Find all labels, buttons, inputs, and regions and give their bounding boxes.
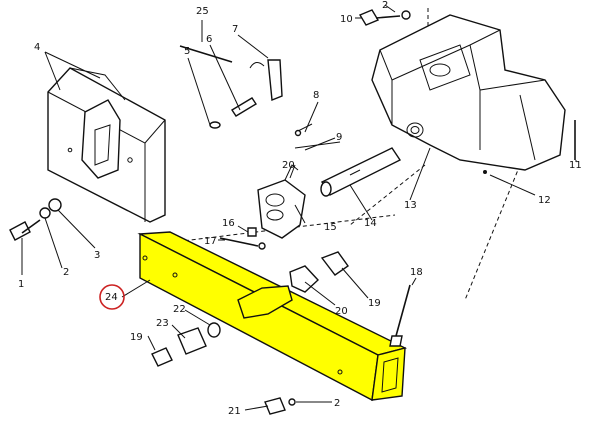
hitch-15	[257, 164, 306, 239]
washer-2	[39, 207, 51, 219]
leader-lines	[21, 4, 577, 411]
label-20-top: 20	[282, 160, 295, 171]
pin-8-clip-9	[294, 123, 341, 149]
label-22: 22	[173, 304, 186, 315]
label-2-top: 2	[382, 0, 388, 11]
bushings-19-22-23-left	[151, 322, 221, 367]
bushings-19-20-right	[289, 251, 349, 293]
label-5: 5	[184, 46, 190, 57]
label-3: 3	[94, 250, 100, 261]
label-19-right: 19	[368, 298, 381, 309]
label-14: 14	[364, 218, 377, 229]
drawbar-tube-24	[137, 231, 407, 402]
label-4: 4	[34, 42, 40, 53]
label-6: 6	[206, 34, 212, 45]
plug-21	[264, 397, 296, 415]
bolt-10	[358, 9, 411, 26]
label-11: 11	[569, 160, 582, 171]
counterweight-4	[47, 67, 166, 223]
label-21: 21	[228, 406, 241, 417]
label-9: 9	[336, 132, 342, 143]
housing-13	[371, 14, 566, 171]
bolt-18	[389, 284, 411, 347]
label-2-left: 2	[63, 267, 69, 278]
dot-12	[483, 170, 487, 174]
pins-5-6-7	[179, 45, 283, 129]
label-20-right: 20	[335, 306, 348, 317]
tube-24-end	[371, 347, 406, 401]
label-25: 25	[196, 6, 209, 17]
label-17: 17	[204, 236, 217, 247]
label-12: 12	[538, 195, 551, 206]
label-2-bottom: 2	[334, 398, 340, 409]
label-16: 16	[222, 218, 235, 229]
label-1: 1	[18, 279, 24, 290]
label-10: 10	[340, 14, 353, 25]
nut-3	[48, 198, 62, 212]
assembly-lines	[149, 8, 521, 301]
label-13: 13	[404, 200, 417, 211]
bolt-1	[9, 219, 41, 241]
bolt-16-17	[219, 227, 266, 250]
callout-circle-24	[99, 284, 125, 310]
shaft-14	[320, 147, 402, 197]
label-7: 7	[232, 24, 238, 35]
label-18: 18	[410, 267, 423, 278]
label-15: 15	[324, 222, 337, 233]
label-24: 24	[105, 292, 118, 303]
label-23: 23	[156, 318, 169, 329]
tube-24-stub	[237, 285, 293, 319]
label-8: 8	[313, 90, 319, 101]
label-19-left: 19	[130, 332, 143, 343]
